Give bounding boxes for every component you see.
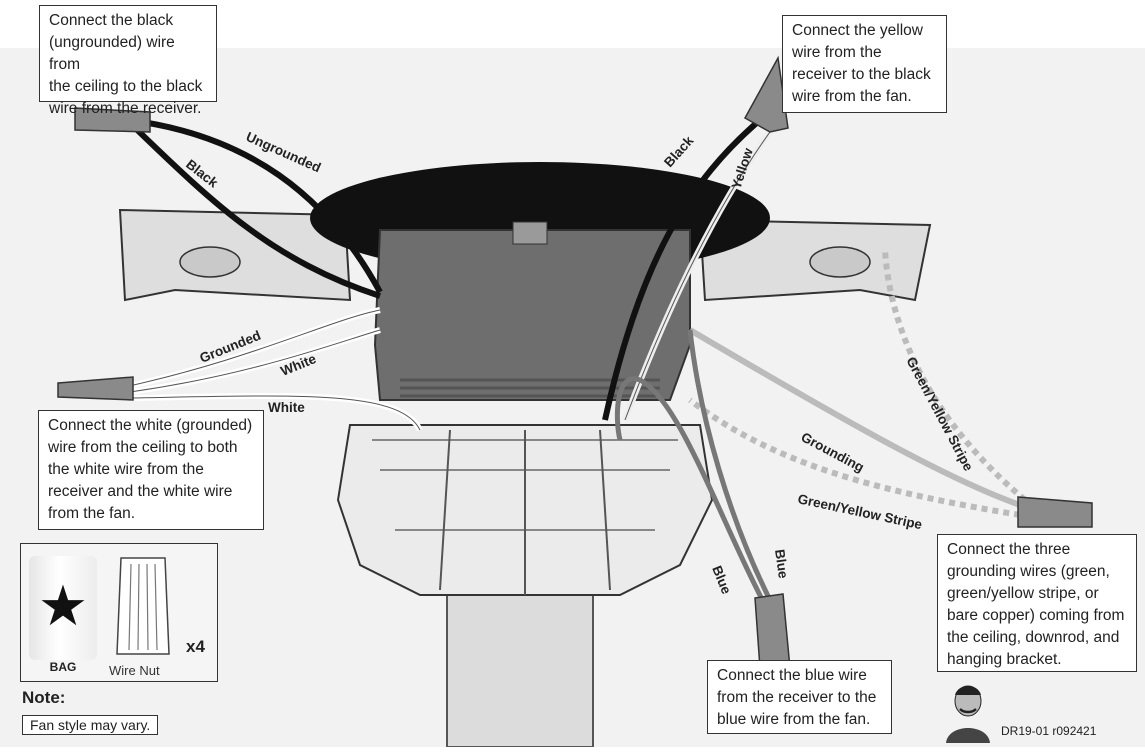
- collar-ridges: [439, 429, 611, 595]
- document-id: DR19-01 r092421: [1001, 724, 1097, 738]
- callout-grounding-wires: Connect the three grounding wires (green…: [937, 534, 1137, 672]
- receiver-housing: [373, 229, 691, 401]
- wire-grounding: [688, 327, 1022, 508]
- downrod: [446, 574, 594, 748]
- quantity-label: x4: [186, 637, 205, 656]
- callout-black-wire: Connect the black (ungrounded) wire from…: [39, 5, 217, 117]
- callout-yellow-wire: Connect the yellow wire from the receive…: [782, 15, 947, 113]
- bracket-left-hole: [179, 246, 241, 278]
- wire-nut-label: Wire Nut: [109, 663, 160, 678]
- wire-black-fan: [602, 117, 762, 421]
- wire-black-receiver: [127, 120, 381, 299]
- callout-white-wire: Connect the white (grounded) wire from t…: [38, 410, 264, 530]
- callout-blue-wire: Connect the blue wire from the receiver …: [707, 660, 892, 734]
- star-icon: ★: [37, 574, 89, 637]
- wire-nut-blue: [754, 593, 791, 669]
- note-text: Fan style may vary.: [22, 715, 159, 735]
- label-blue-right: Blue: [772, 548, 791, 580]
- wire-blue-receiver: [687, 329, 773, 602]
- wire-green-yellow-lower: [688, 397, 1021, 518]
- wire-green-yellow-right: [882, 249, 1027, 503]
- portrait-illustration: [946, 685, 990, 743]
- wire-blue-fan: [614, 376, 768, 607]
- receiver-latch: [512, 221, 548, 245]
- bag: ★: [29, 556, 97, 660]
- parts-box: ★ BAG Wire Nut x4: [20, 543, 218, 682]
- wire-nut-black: [74, 107, 151, 133]
- note-title: Note:: [22, 688, 66, 707]
- bag-label: BAG: [49, 660, 77, 674]
- wire-nut-ground: [1017, 496, 1093, 528]
- bracket-right-hole: [809, 246, 871, 278]
- wire-black-ceiling: [109, 115, 383, 294]
- wire-nut-white: [57, 376, 134, 401]
- wire-nut-icon: [116, 557, 170, 655]
- label-white-lower: White: [268, 400, 305, 415]
